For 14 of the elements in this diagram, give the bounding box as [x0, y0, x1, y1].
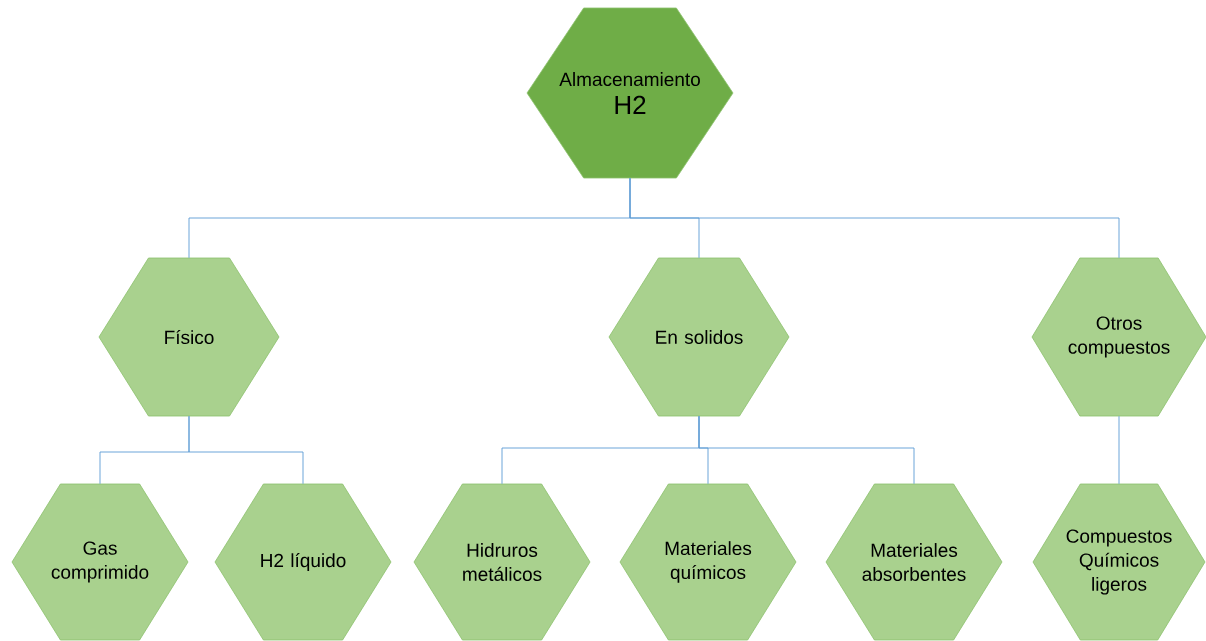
- hexagon-box: Hidruros metálicos: [413, 483, 591, 641]
- connector-line: [629, 177, 1120, 259]
- connector-line: [188, 415, 304, 485]
- connector-line: [1118, 415, 1120, 485]
- hexagon-box: Físico: [98, 257, 280, 417]
- hexagon-box: Compuestos Químicos ligeros: [1032, 483, 1206, 641]
- hexagon-box: Materiales absorbentes: [825, 483, 1003, 641]
- hexagon-box: Materiales químicos: [619, 483, 797, 641]
- hexagon-box: Gas comprimido: [11, 483, 189, 641]
- hexagon-box: Otros compuestos: [1031, 257, 1206, 417]
- hexagon-box: Almacenamiento H2: [526, 7, 734, 179]
- hexagon-box: En solidos: [608, 257, 790, 417]
- hexagon-box: H2 líquido: [214, 483, 392, 641]
- connector-line: [698, 415, 915, 485]
